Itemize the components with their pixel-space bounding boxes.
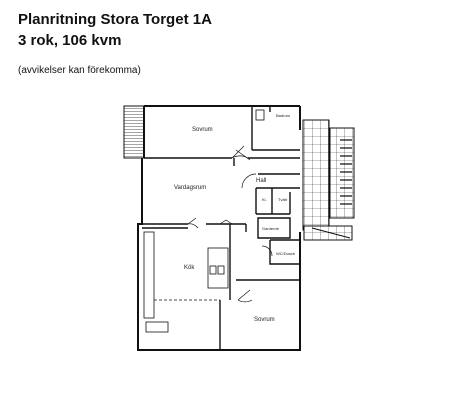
room-label-garderob: Garderob (262, 226, 280, 231)
room-label-badrum: Badrum (276, 113, 291, 118)
interior-walls (142, 106, 300, 350)
room-label-vardagsrum: Vardagsrum (174, 185, 206, 191)
room-label-tvatt: Tvätt (278, 197, 288, 202)
balcony (123, 105, 145, 159)
room-label-kl: Kl. (262, 197, 267, 202)
room-label-hall: Hall (256, 178, 266, 184)
plan-subtitle: 3 rok, 106 kvm (18, 32, 122, 49)
plan-title: Planritning Stora Torget 1A (18, 11, 212, 28)
room-label-kok: Kök (184, 265, 195, 271)
door-swings (187, 145, 273, 303)
bathroom-fixture (255, 109, 265, 121)
outer-walls (137, 105, 301, 351)
room-label-sovrum-top: Sovrum (192, 127, 213, 133)
disclaimer-note: (avvikelser kan förekomma) (18, 65, 141, 76)
room-label-wc-dusch: WC/Dusch (276, 251, 295, 256)
kitchen-counters (143, 231, 229, 333)
stairwell (302, 119, 355, 241)
room-label-sovrum-bottom: Sovrum (254, 317, 275, 323)
